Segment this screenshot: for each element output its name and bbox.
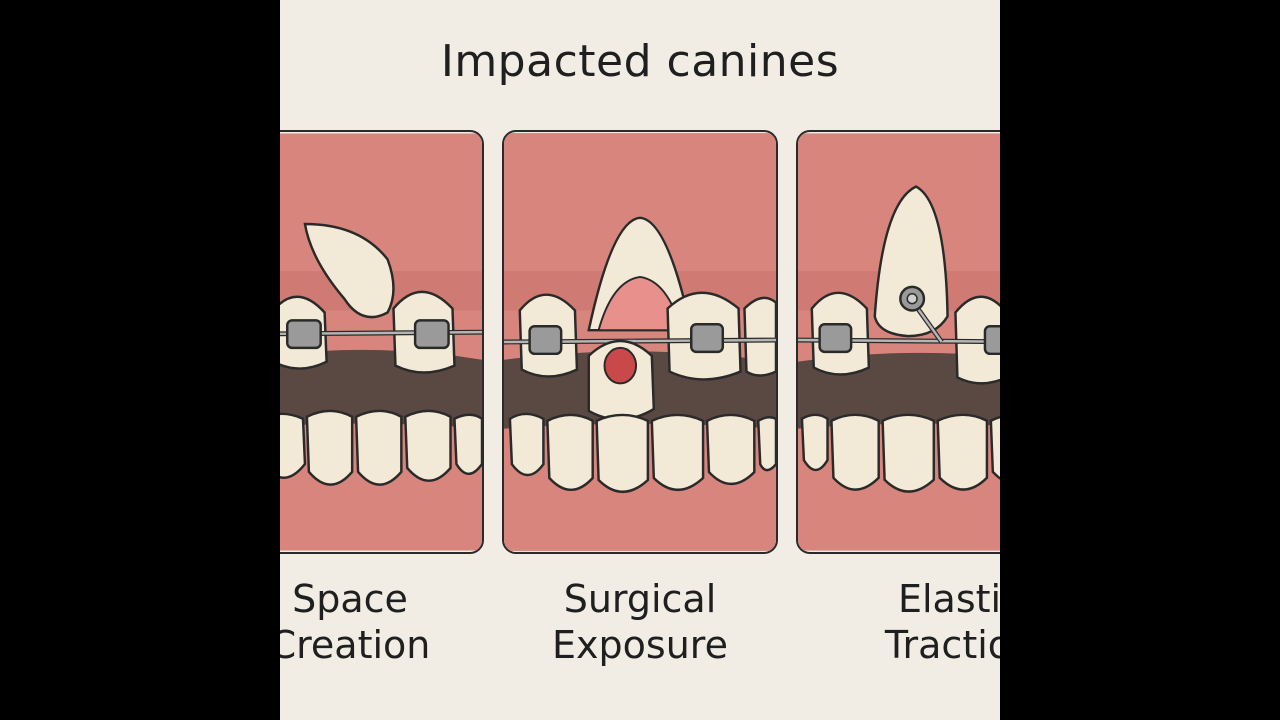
panel-surgical-exposure — [502, 130, 778, 554]
caption-surgical-exposure: Surgical Exposure — [530, 576, 750, 668]
caption-line-1: Surgical — [563, 577, 717, 621]
panel-elastic-traction — [796, 130, 1000, 554]
caption-elastic-traction: Elastic Traction — [840, 576, 1000, 668]
caption-space-creation: Space Creation — [280, 576, 460, 668]
diagram-canvas: Impacted canines — [280, 0, 1000, 720]
elastic-traction-illustration — [798, 133, 1000, 551]
diagram-title: Impacted canines — [440, 36, 840, 87]
space-creation-illustration — [280, 133, 482, 551]
caption-line-2: Traction — [884, 623, 1000, 667]
caption-line-1: Space — [292, 577, 408, 621]
caption-line-2: Creation — [280, 623, 431, 667]
surgical-exposure-illustration — [504, 133, 776, 551]
panel-space-creation — [280, 130, 484, 554]
caption-line-2: Exposure — [552, 623, 728, 667]
caption-line-1: Elastic — [897, 577, 1000, 621]
